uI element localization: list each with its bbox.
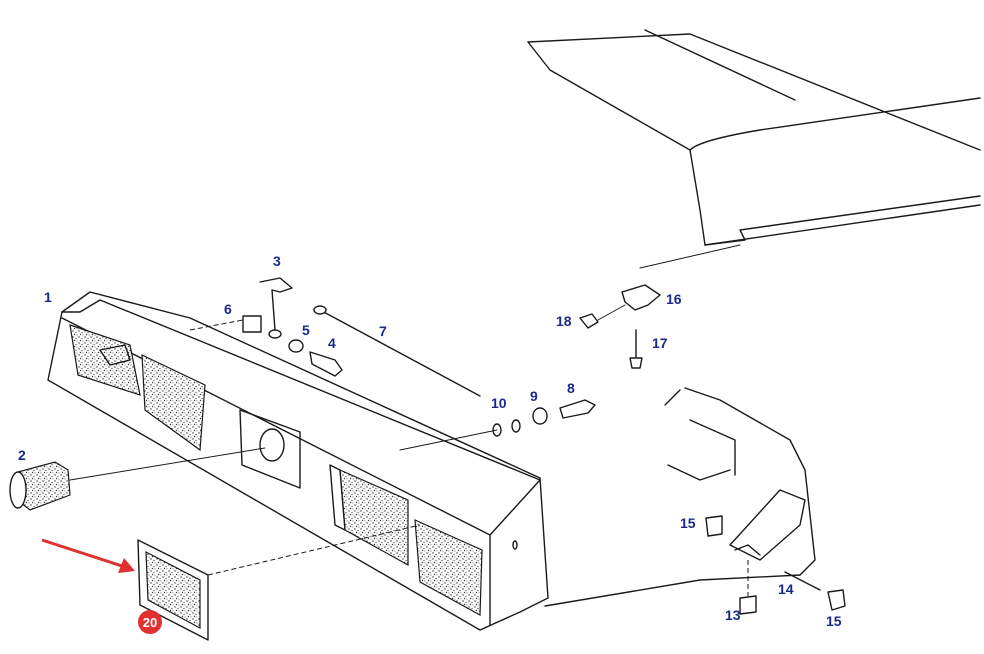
hardware-group-center [399, 399, 596, 451]
hardware-group-lower [705, 515, 846, 615]
part-16-bracket [621, 284, 661, 311]
callout-20: 20 [143, 615, 157, 630]
highlight-arrow [41, 538, 135, 573]
center-recess [239, 409, 301, 489]
center-socket [259, 428, 285, 462]
part-2-socket [9, 447, 266, 511]
cab-roof [527, 29, 981, 269]
callout-1: 1 [44, 289, 52, 305]
callout-8: 8 [567, 380, 575, 396]
part-13-sleeve [739, 595, 757, 615]
callout-2: 2 [18, 447, 26, 463]
part-20-gasket [137, 524, 421, 641]
callout-20-badge: 20 [138, 610, 162, 634]
part-17-screw [629, 357, 643, 369]
part-9-washer [532, 407, 548, 425]
callout-14: 14 [778, 581, 794, 597]
callout-18: 18 [556, 313, 572, 329]
hardware-group-top [189, 277, 481, 397]
callout-17: 17 [652, 335, 668, 351]
part-6-nut [242, 315, 262, 333]
callout-7: 7 [379, 323, 387, 339]
part-15-nut-b [827, 589, 846, 611]
callout-15b: 15 [826, 613, 842, 629]
part-8-bolt [559, 399, 596, 419]
lamp-opening-left-2 [141, 354, 206, 452]
side-panel [544, 387, 816, 607]
callout-6: 6 [224, 301, 232, 317]
callout-4: 4 [328, 335, 336, 351]
lamp-opening-right-2 [414, 519, 483, 616]
part-14-pin [784, 571, 821, 591]
part-15-nut-a [705, 515, 723, 537]
part-5-washer [288, 339, 304, 353]
callout-16: 16 [666, 291, 682, 307]
callout-15a: 15 [680, 515, 696, 531]
callout-5: 5 [302, 322, 310, 338]
light-bar-panel [47, 291, 549, 631]
hardware-group-right [579, 284, 661, 369]
callout-13: 13 [725, 607, 741, 623]
part-4-bolt [309, 351, 343, 377]
part-7-rod [319, 309, 481, 397]
part-18-bolt [579, 313, 599, 329]
callout-10: 10 [491, 395, 507, 411]
callout-9: 9 [530, 388, 538, 404]
lamp-opening-left-1 [69, 324, 141, 396]
part-3-clip [259, 277, 293, 331]
callout-3: 3 [273, 253, 281, 269]
